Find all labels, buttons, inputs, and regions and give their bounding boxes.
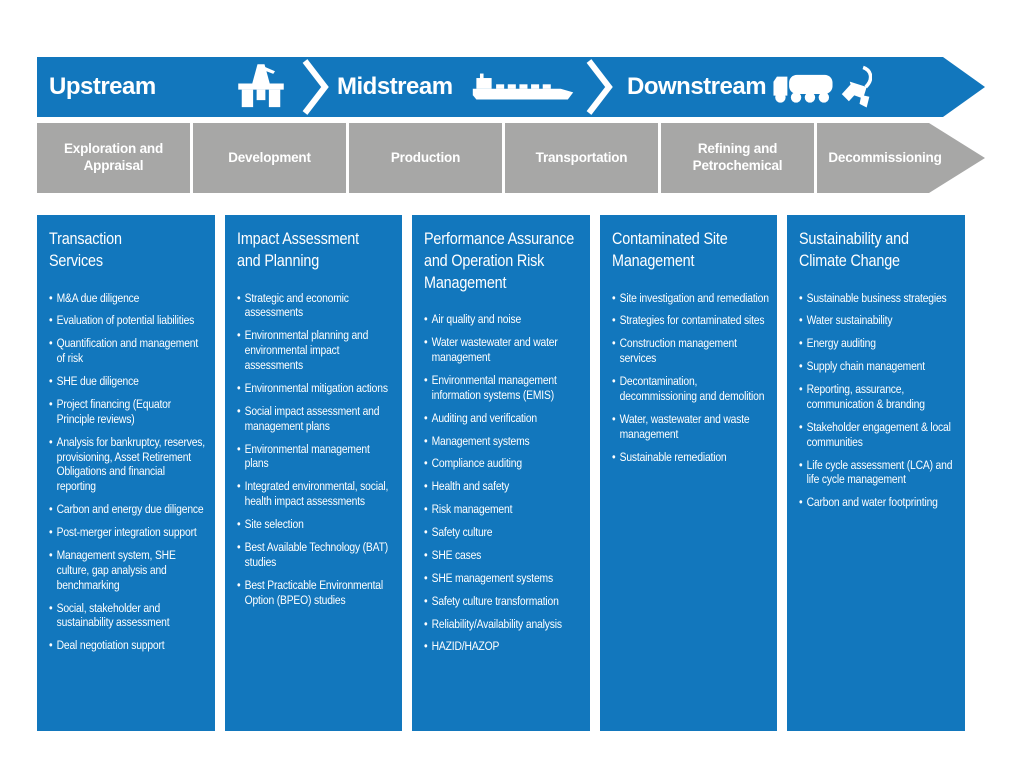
service-item: Carbon and water footprinting [799, 495, 957, 510]
service-item: SHE due diligence [49, 374, 207, 389]
service-item: Environmental management information sys… [424, 373, 582, 403]
tanker-truck-icon [770, 69, 836, 105]
service-item: Water, wastewater and waste management [612, 412, 770, 442]
service-column-content: Transaction ServicesM&A due diligenceEva… [49, 228, 207, 653]
service-item: Sustainable remediation [612, 450, 770, 465]
service-item: Health and safety [424, 479, 582, 494]
phase-label: Decommissioning [828, 149, 942, 165]
service-item: Water sustainability [799, 313, 957, 328]
stage-midstream: Midstream [333, 72, 581, 102]
service-item: Energy auditing [799, 336, 957, 351]
service-item: Best Practicable Environmental Option (B… [237, 578, 395, 608]
service-item: Environmental mitigation actions [237, 381, 395, 396]
service-item: Construction management services [612, 336, 770, 366]
service-item: SHE management systems [424, 571, 582, 586]
service-column: Performance Assurance and Operation Risk… [412, 215, 590, 731]
phase-cell: Transportation [505, 123, 658, 193]
upstream-label: Upstream [49, 73, 156, 100]
service-item: Environmental planning and environmental… [237, 328, 395, 373]
service-item: Risk management [424, 502, 582, 517]
service-item: Reliability/Availability analysis [424, 617, 582, 632]
service-column-content: Contaminated Site ManagementSite investi… [612, 228, 770, 464]
service-item: Carbon and energy due diligence [49, 502, 207, 517]
service-item: SHE cases [424, 548, 582, 563]
phase-cell: Development [193, 123, 346, 193]
service-column-title: Performance Assurance and Operation Risk… [424, 229, 575, 292]
service-item: Quantification and management of risk [49, 336, 207, 366]
phase-cell: Refining and Petrochemical [661, 123, 814, 193]
fuel-nozzle-icon [840, 65, 872, 109]
service-column: Transaction ServicesM&A due diligenceEva… [37, 215, 215, 731]
service-item: Compliance auditing [424, 456, 582, 471]
service-item: Auditing and verification [424, 411, 582, 426]
service-item: Safety culture [424, 525, 582, 540]
phase-cell: Production [349, 123, 502, 193]
service-item-list: M&A due diligenceEvaluation of potential… [49, 291, 207, 654]
service-item: Decontamination, decommissioning and dem… [612, 374, 770, 404]
midstream-label: Midstream [337, 73, 453, 100]
service-item: Management system, SHE culture, gap anal… [49, 548, 207, 593]
chevron-separator-icon [584, 59, 614, 115]
service-item: Social impact assessment and management … [237, 404, 395, 434]
service-item: Post-merger integration support [49, 525, 207, 540]
service-item: Sustainable business strategies [799, 291, 957, 306]
phase-label: Production [390, 149, 461, 165]
service-item: Social, stakeholder and sustainability a… [49, 601, 207, 631]
downstream-label: Downstream [627, 73, 767, 100]
service-column-title: Transaction Services [49, 229, 122, 270]
service-item: Integrated environmental, social, health… [237, 479, 395, 509]
service-column-content: Impact Assessment and PlanningStrategic … [237, 228, 395, 607]
service-item: Deal negotiation support [49, 638, 207, 653]
phase-label: Development [228, 149, 311, 165]
service-item: M&A due diligence [49, 291, 207, 306]
service-item: Best Available Technology (BAT) studies [237, 540, 395, 570]
service-column-title: Contaminated Site Management [611, 229, 728, 270]
phase-bar: Exploration and Appraisal Development Prod… [37, 123, 985, 193]
service-item-list: Strategic and economic assessmentsEnviro… [237, 291, 395, 608]
service-column-content: Performance Assurance and Operation Risk… [424, 228, 582, 654]
service-item: Project financing (Equator Principle rev… [49, 397, 207, 427]
service-item: Strategies for contaminated sites [612, 313, 770, 328]
service-column: Impact Assessment and PlanningStrategic … [224, 215, 403, 731]
service-item: Air quality and noise [424, 312, 582, 327]
service-item: Evaluation of potential liabilities [49, 313, 207, 328]
phase-cell: Decommissioning [817, 123, 985, 193]
value-chain-banner: Upstream Midstream [37, 57, 985, 117]
service-column-title: Impact Assessment and Planning [236, 229, 359, 270]
phase-cell: Exploration and Appraisal [37, 123, 190, 193]
service-item: Life cycle assessment (LCA) and life cyc… [799, 458, 957, 488]
phase-label: Refining and Petrochemical [692, 141, 783, 173]
value-chain-banner-content: Upstream Midstream [37, 57, 985, 117]
phase-label: Transportation [535, 149, 628, 165]
ship-icon [471, 72, 575, 102]
service-item: Safety culture transformation [424, 594, 582, 609]
service-column: Sustainability and Climate ChangeSustain… [787, 215, 965, 731]
stage-downstream: Downstream [617, 65, 985, 109]
service-column-title: Sustainability and Climate Change [799, 229, 910, 270]
stage-upstream: Upstream [49, 63, 297, 111]
service-columns: Transaction ServicesM&A due diligenceEva… [37, 215, 965, 731]
chevron-separator-icon [300, 59, 330, 115]
service-item: Management systems [424, 434, 582, 449]
service-item: Reporting, assurance, communication & br… [799, 382, 957, 412]
phase-label: Exploration and Appraisal [63, 141, 163, 173]
service-item: Stakeholder engagement & local communiti… [799, 420, 957, 450]
oil-rig-icon [233, 63, 289, 111]
service-item: Site investigation and remediation [612, 291, 770, 306]
service-item: Water wastewater and water management [424, 335, 582, 365]
service-item-list: Site investigation and remediationStrate… [612, 291, 770, 465]
service-column-content: Sustainability and Climate ChangeSustain… [799, 228, 957, 510]
service-item: Site selection [237, 517, 395, 532]
service-item: Environmental management plans [237, 442, 395, 472]
service-item-list: Air quality and noiseWater wastewater an… [424, 312, 582, 654]
service-item: Strategic and economic assessments [237, 291, 395, 321]
service-item: Supply chain management [799, 359, 957, 374]
service-column: Contaminated Site ManagementSite investi… [599, 215, 778, 731]
service-item-list: Sustainable business strategiesWater sus… [799, 291, 957, 511]
service-item: Analysis for bankruptcy, reserves, provi… [49, 435, 207, 495]
service-item: HAZID/HAZOP [424, 639, 582, 654]
